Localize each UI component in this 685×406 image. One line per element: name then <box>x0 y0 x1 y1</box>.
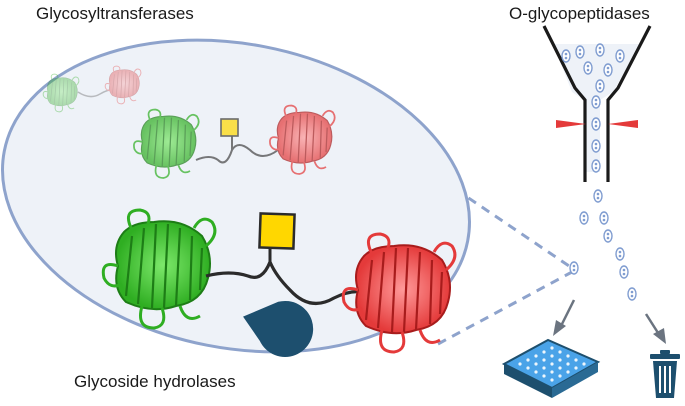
arrows <box>553 299 666 344</box>
o-glycopeptidases-label: O-glycopeptidases <box>509 4 650 23</box>
sugar-square <box>258 212 296 250</box>
hydrolase-pacman <box>243 301 314 357</box>
glycoside-hydrolases-label: Glycoside hydrolases <box>74 372 236 391</box>
well-plate-icon <box>501 338 601 398</box>
laser-left <box>556 120 586 128</box>
laser-right <box>608 120 638 128</box>
medium-construct <box>133 104 336 179</box>
zoom-line-top <box>441 178 573 270</box>
glycosyltransferases-label: Glycosyltransferases <box>36 4 194 23</box>
zoom-line-bottom <box>437 270 573 346</box>
linker-chain <box>205 257 363 306</box>
faint-construct <box>42 65 142 113</box>
trash-icon <box>650 350 680 398</box>
